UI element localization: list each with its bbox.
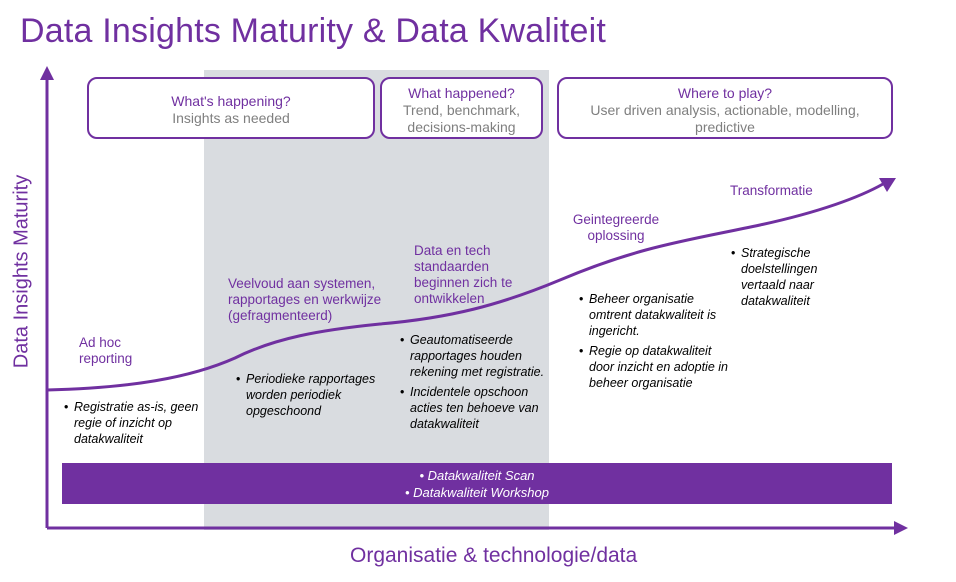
box-whats-happening: What's happening? Insights as needed <box>87 77 375 139</box>
list-item: Registratie as-is, geen regie of inzicht… <box>64 399 214 447</box>
box-where-to-play: Where to play? User driven analysis, act… <box>557 77 893 139</box>
stage-label-standaarden: Data en tech standaarden beginnen zich t… <box>414 243 513 306</box>
stage-bullets-standaarden: Geautomatiseerde rapportages houden reke… <box>400 332 550 436</box>
stage-bullets-veelvoud: Periodieke rapportages worden periodiek … <box>236 371 381 423</box>
list-item: Geautomatiseerde rapportages houden reke… <box>400 332 550 380</box>
maturity-curve <box>46 182 884 392</box>
stage-bullets-transformatie: Strategische doelstellingen vertaald naa… <box>731 245 841 313</box>
stage-label-ad-hoc: Ad hoc reporting <box>79 335 133 366</box>
stage-label-veelvoud: Veelvoud aan systemen, rapportages en we… <box>228 276 382 323</box>
highlight-band <box>204 70 549 530</box>
bar-item-workshop: • Datakwaliteit Workshop <box>405 485 549 500</box>
y-axis-label: Data Insights Maturity <box>10 174 33 369</box>
box-heading: What happened? <box>408 85 515 101</box>
x-axis-label: Organisatie & technologie/data <box>350 544 638 567</box>
list-item: Periodieke rapportages worden periodiek … <box>236 371 381 419</box>
box-what-happened: What happened? Trend, benchmark, decisio… <box>380 77 543 139</box>
curve-arrowhead <box>879 178 896 192</box>
bar-item-scan: • Datakwaliteit Scan <box>419 468 535 483</box>
list-item: Beheer organisatie omtrent datakwaliteit… <box>579 291 734 339</box>
box-subtext: Insights as needed <box>172 110 290 126</box>
box-subtext: User driven analysis, actionable, modell… <box>590 102 860 135</box>
list-item: Incidentele opschoon acties ten behoeve … <box>400 384 550 432</box>
list-item: Strategische doelstellingen vertaald naa… <box>731 245 841 309</box>
list-item: Regie op datakwaliteit door inzicht en a… <box>579 343 734 391</box>
box-heading: What's happening? <box>171 93 291 109</box>
box-heading: Where to play? <box>677 85 773 101</box>
stage-bullets-geintegreerd: Beheer organisatie omtrent datakwaliteit… <box>579 291 734 395</box>
y-axis-arrowhead <box>40 66 54 80</box>
stage-label-transformatie: Transformatie <box>730 183 813 198</box>
datakwaliteit-services-bar: • Datakwaliteit Scan • Datakwaliteit Wor… <box>62 463 892 504</box>
page-title: Data Insights Maturity & Data Kwaliteit <box>20 12 607 50</box>
stage-label-geintegreerd: Geintegreerde oplossing <box>572 212 660 243</box>
box-subtext: Trend, benchmark, decisions-making <box>403 102 520 135</box>
x-axis-arrowhead <box>894 521 908 535</box>
stage-bullets-ad-hoc: Registratie as-is, geen regie of inzicht… <box>64 399 214 451</box>
